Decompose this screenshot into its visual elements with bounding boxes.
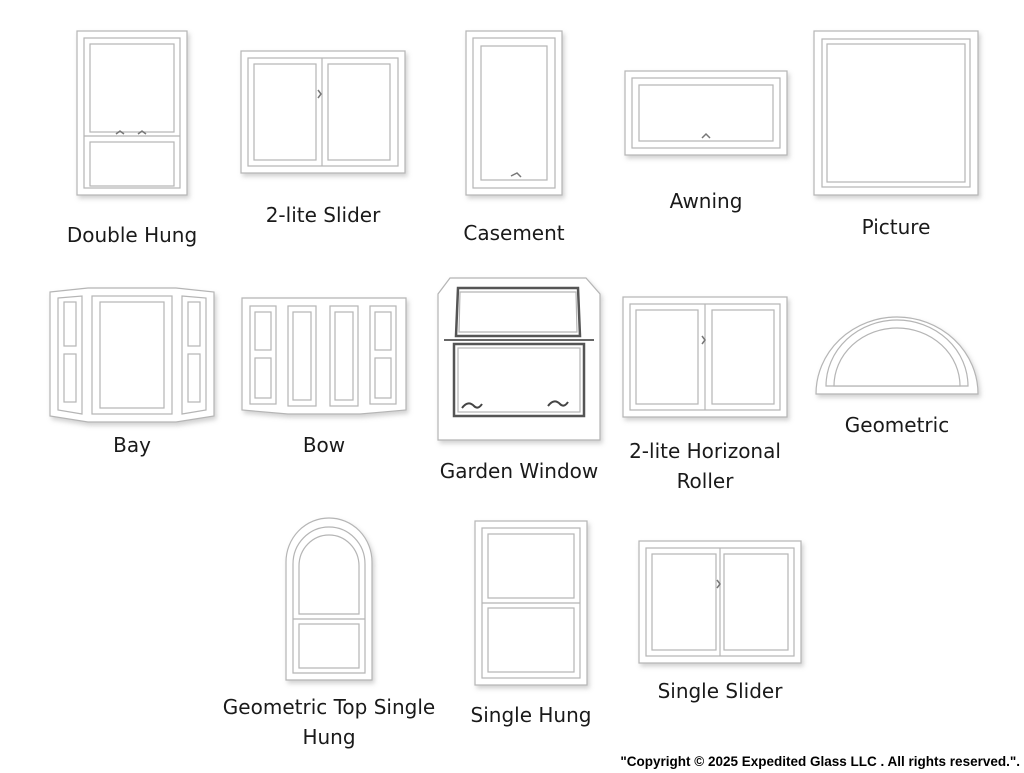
label-single-hung: Single Hung (470, 703, 592, 727)
label-bow: Bow (302, 433, 346, 457)
picture-illustration (813, 30, 979, 196)
window-bow: Bow (240, 296, 408, 457)
window-single-hung: Single Hung (471, 520, 591, 727)
geometric-top-single-hung-illustration (285, 517, 373, 681)
label-awning: Awning (669, 189, 743, 213)
2-lite-horizontal-roller-illustration (622, 296, 788, 418)
single-hung-illustration (474, 520, 588, 686)
window-2-lite-horizontal-roller: 2-lite Horizonal Roller (622, 296, 788, 493)
window-2-lite-slider: 2-lite Slider (240, 50, 406, 227)
geometric-illustration (815, 316, 979, 395)
2-lite-slider-illustration (240, 50, 406, 174)
label-2-lite-horizontal-roller-line1: 2-lite Horizonal (629, 439, 781, 463)
bow-illustration (241, 297, 407, 415)
window-casement: Casement (463, 30, 565, 245)
label-garden-window: Garden Window (439, 459, 599, 483)
casement-illustration (465, 30, 563, 196)
label-picture: Picture (861, 215, 931, 239)
window-single-slider: Single Slider (638, 540, 802, 703)
label-2-lite-horizontal-roller-line2: Roller (676, 469, 734, 493)
copyright-notice: "Copyright © 2025 Expedited Glass LLC . … (620, 754, 1020, 769)
window-bay: Bay (48, 287, 216, 457)
label-geometric-top-single-hung-line2: Hung (302, 725, 356, 749)
label-casement: Casement (463, 221, 565, 245)
double-hung-illustration (76, 30, 188, 196)
window-picture: Picture (813, 30, 979, 239)
bay-illustration (49, 287, 215, 423)
window-geometric-top-single-hung: Geometric Top Single Hung (223, 516, 435, 749)
label-single-slider: Single Slider (657, 679, 783, 703)
window-awning: Awning (624, 70, 788, 213)
window-geometric: Geometric (814, 314, 980, 437)
label-2-lite-slider: 2-lite Slider (265, 203, 381, 227)
window-garden-window: Garden Window (436, 276, 602, 483)
label-bay: Bay (113, 433, 151, 457)
awning-illustration (624, 70, 788, 156)
label-geometric-top-single-hung-line1: Geometric Top Single (222, 695, 436, 719)
window-double-hung: Double Hung (67, 30, 197, 247)
label-geometric: Geometric (844, 413, 950, 437)
label-double-hung: Double Hung (66, 223, 198, 247)
single-slider-illustration (638, 540, 802, 664)
garden-window-illustration (437, 277, 601, 441)
